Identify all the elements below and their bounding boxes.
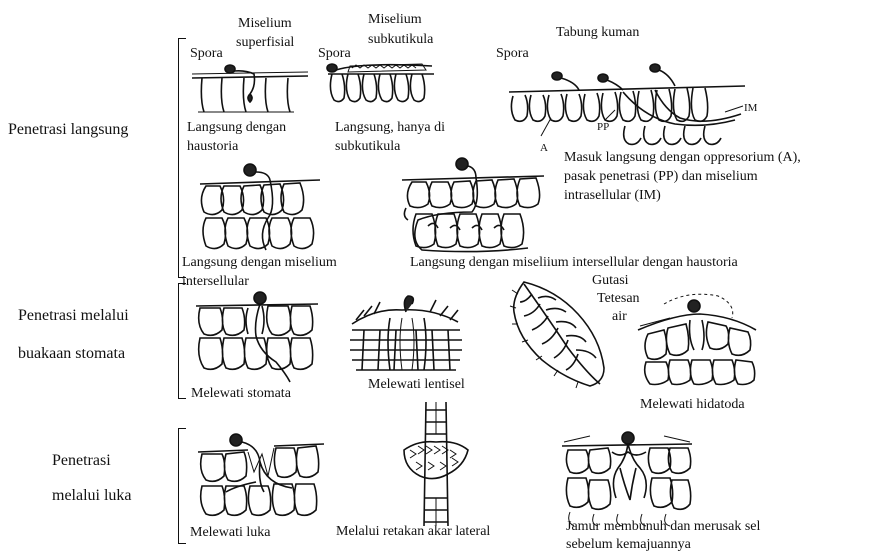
label-miselium-subkutikula-line1: Miselium: [368, 12, 422, 28]
caption-lentisel: Melewati lentisel: [368, 377, 465, 393]
bracket-wound: [178, 428, 186, 544]
lateral-root-illustration: [400, 400, 470, 528]
caption-retakan: Melalui retakan akar lateral: [336, 524, 490, 540]
intercellular-haustoria-illustration: [398, 150, 548, 260]
bracket-direct: [178, 38, 186, 278]
hydathode-illustration: [636, 286, 762, 390]
caption-oppresorium-line1: Masuk langsung dengan oppresorium (A),: [564, 150, 801, 166]
label-spora-3: Spora: [496, 46, 529, 62]
intercellular-illustration: [196, 158, 324, 258]
caption-intersellular-line1: Langsung dengan miselium: [182, 255, 337, 271]
caption-intersellular-haustoria: Langsung dengan miseliium intersellular …: [410, 255, 738, 271]
bracket-opening: [178, 283, 186, 399]
caption-oppresorium-line3: intrasellular (IM): [564, 188, 661, 204]
label-air: air: [612, 309, 627, 325]
caption-hidatoda: Melewati hidatoda: [640, 397, 745, 413]
label-pp: PP: [597, 119, 609, 135]
group-wound-title-line2: melalui luka: [52, 486, 132, 506]
caption-stomata: Melewati stomata: [191, 386, 291, 402]
group-opening-title-line1: Penetrasi melalui: [18, 306, 129, 326]
destroy-cells-illustration: [560, 428, 694, 528]
caption-jamur-line2: sebelum kemajuannya: [566, 537, 691, 553]
group-opening-title-line2: buakaan stomata: [18, 344, 125, 364]
lenticel-illustration: [346, 290, 466, 382]
caption-haustoria-line1: Langsung dengan: [187, 120, 286, 136]
wound-illustration: [196, 432, 326, 532]
caption-oppresorium-line2: pasak penetrasi (PP) dan miselium: [564, 169, 758, 185]
label-miselium-subkutikula-line2: subkutikula: [368, 32, 433, 48]
label-miselium-superfisial-line2: superfisial: [236, 35, 294, 51]
caption-subkutikula-line2: subkutikula: [335, 139, 400, 155]
caption-intersellular-line2: intersellular: [182, 274, 249, 290]
group-direct-title: Penetrasi langsung: [8, 120, 128, 140]
label-spora-2: Spora: [318, 46, 351, 62]
label-a: A: [540, 140, 548, 156]
stomata-illustration: [194, 290, 320, 386]
caption-subkutikula-line1: Langsung, hanya di: [335, 120, 445, 136]
group-wound-title-line1: Penetrasi: [52, 451, 111, 471]
label-tetesan: Tetesan: [597, 291, 640, 307]
label-spora-1: Spora: [190, 46, 223, 62]
caption-luka: Melewati luka: [190, 525, 270, 541]
oppresorium-illustration: [505, 40, 755, 150]
haustoria-illustration: [190, 60, 310, 120]
label-miselium-superfisial-line1: Miselium: [238, 16, 292, 32]
caption-haustoria-line2: haustoria: [187, 139, 238, 155]
label-im: IM: [744, 100, 757, 116]
label-tabung-kuman: Tabung kuman: [556, 25, 639, 41]
label-gutasi: Gutasi: [592, 273, 629, 289]
caption-jamur-line1: Jamur membunuh dan merusak sel: [566, 519, 760, 535]
